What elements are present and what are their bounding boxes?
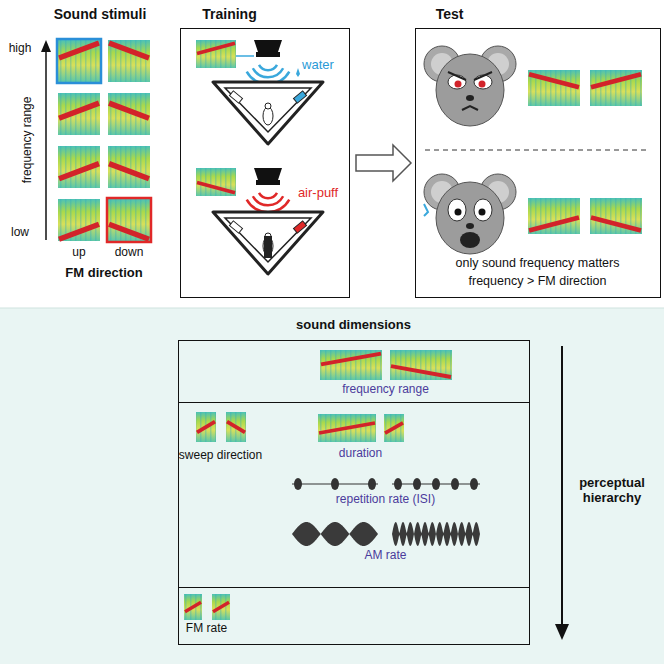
dimension-label: AM rate [364,549,406,563]
dimension-label: duration [339,447,382,461]
spectrogram [384,414,404,442]
panel-divider [0,308,664,309]
box-heading: sound dimensions [296,318,411,333]
pulse-train [292,478,378,490]
arrow-head [41,40,51,52]
dimensions-box: frequency range sweep direction duration re… [178,340,530,645]
text-label: FM direction [65,266,142,281]
spectrogram [390,350,452,380]
spectrogram [212,594,230,620]
spectrogram [184,594,202,620]
spectrogram [58,199,100,241]
dimension-label: only sound frequency matters [456,256,620,270]
dimension-label: sweep direction [179,449,262,463]
axis-arrow [45,44,47,240]
dimension-label: frequency range [342,383,429,397]
mouse-face [424,174,516,254]
text-label: air-puff [298,186,338,201]
spectrogram [528,198,580,234]
spectrogram [108,146,150,188]
pulse-train [392,478,480,490]
text-label: high [9,42,32,56]
spectrogram [108,40,150,82]
spectrogram [57,39,101,83]
spectrogram [528,70,580,106]
air-nozzle [264,236,272,258]
am-waveform [292,522,378,546]
block-arrow [356,145,411,181]
speaker-icon [246,40,291,85]
dimension-label: FM rate [186,622,227,636]
text-label: up [72,246,85,260]
hierarchy-band: frequency range [178,340,530,402]
spectrogram [107,198,151,242]
spectrogram [320,350,382,380]
leader-line [236,55,254,57]
test-box: Testonly sound frequency mattersfrequenc… [415,28,661,298]
hierarchy-arrow [561,346,563,628]
behavior-arena [213,82,323,144]
spectrogram [196,40,236,68]
divider-line [425,150,650,151]
text-label: down [115,246,144,260]
bottom-panel [0,308,664,664]
text-label: low [11,226,29,240]
text-label: frequency range [21,97,35,184]
dimension-label: repetition rate (ISI) [336,493,435,507]
dimension-label: frequency > FM direction [469,274,607,288]
box-heading: Training [202,6,256,22]
water-drop [296,68,300,77]
mouse-face [424,46,516,126]
spectrogram [58,93,100,135]
spectrogram [196,412,216,442]
spectrogram [590,198,642,234]
text-label: perceptual hierarchy [572,476,652,506]
behavior-arena [213,212,323,274]
hierarchy-band: FM rate [178,587,530,645]
spectrogram [196,168,236,196]
hierarchy-band: sweep direction duration repetition rate (… [178,402,530,587]
box-heading: Test [436,6,464,22]
text-label: water [302,58,334,73]
arrow-head [555,624,569,640]
speaker-icon [246,168,291,213]
spectrogram [318,414,376,442]
am-waveform [392,522,480,546]
spectrogram [590,70,642,106]
spectrogram [108,93,150,135]
spectrogram [58,146,100,188]
spectrogram [226,412,246,442]
text-label: Sound stimuli [54,6,147,22]
